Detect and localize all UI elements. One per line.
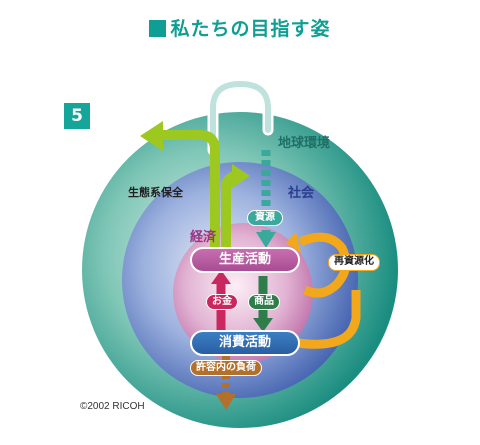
label-resources: 資源 bbox=[247, 210, 283, 226]
label-money: お金 bbox=[206, 294, 238, 310]
number-badge: 5 bbox=[64, 103, 90, 129]
label-goods: 商品 bbox=[248, 294, 280, 310]
label-consumption: 消費活動 bbox=[190, 330, 300, 356]
title-text: 私たちの目指す姿 bbox=[170, 18, 331, 40]
label-production: 生産活動 bbox=[190, 247, 300, 273]
ecosystem-arrow bbox=[160, 130, 220, 250]
page-title: 私たちの目指す姿 bbox=[0, 14, 480, 41]
recycling-arrow-2 bbox=[297, 290, 361, 349]
label-load: 許容内の負荷 bbox=[190, 360, 262, 376]
label-earth: 地球環境 bbox=[278, 136, 331, 151]
title-square-icon bbox=[149, 20, 167, 37]
label-economy: 経済 bbox=[190, 230, 217, 245]
label-recycling: 再資源化 bbox=[328, 254, 380, 271]
label-society: 社会 bbox=[288, 186, 315, 201]
label-ecosystem: 生態系保全 bbox=[128, 186, 183, 199]
copyright-text: ©2002 RICOH bbox=[80, 401, 145, 412]
